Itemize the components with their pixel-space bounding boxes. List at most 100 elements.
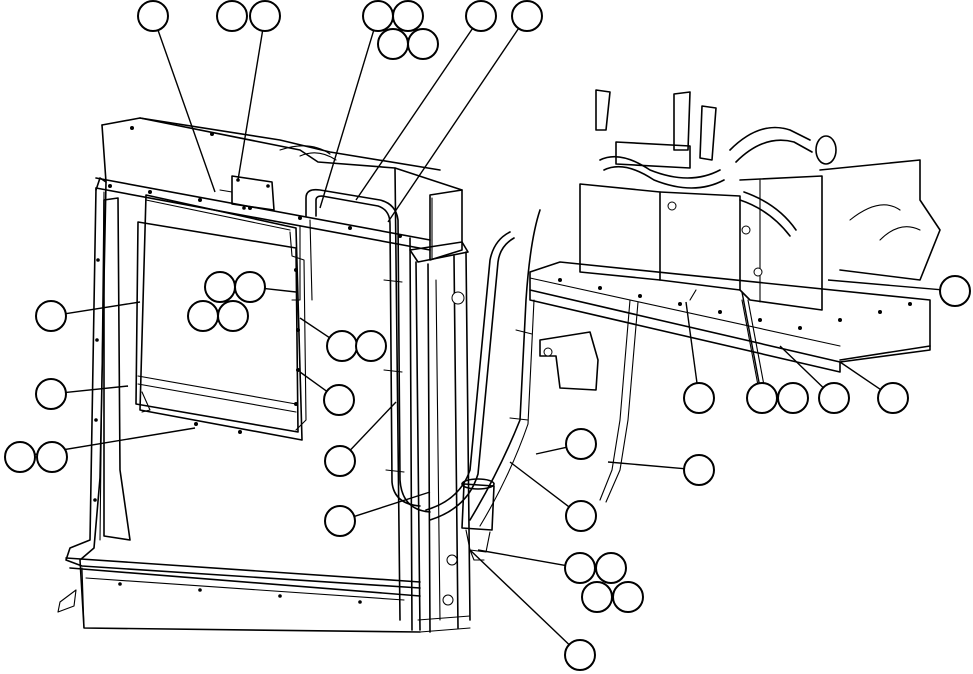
leader-line <box>65 301 141 315</box>
callout-circle <box>362 0 394 32</box>
leader-line <box>237 30 264 181</box>
callout-bubble <box>683 382 715 414</box>
callout-circle <box>595 552 627 584</box>
callout-circle <box>939 275 971 307</box>
leader-line <box>535 446 567 455</box>
callout-bubble <box>465 0 497 32</box>
callout-circle <box>565 428 597 460</box>
callout-bubble <box>683 454 715 486</box>
callout-circle <box>511 0 543 32</box>
top-plate <box>130 117 441 171</box>
callout-bubbles <box>4 0 971 671</box>
callout-bubble <box>565 428 597 460</box>
callout-bubble <box>324 445 356 477</box>
callout-bubble <box>612 581 644 613</box>
leader-line <box>319 30 375 209</box>
callout-circle <box>746 382 778 414</box>
leader-line <box>354 491 431 518</box>
heater-box <box>579 89 837 397</box>
callout-bubble <box>36 441 68 473</box>
callout-circle <box>216 0 248 32</box>
leader-line <box>355 28 474 201</box>
leader-line <box>349 401 397 451</box>
leader-line <box>779 345 824 389</box>
leader-line <box>387 28 520 223</box>
leader-line <box>685 301 698 384</box>
callout-bubble <box>35 300 67 332</box>
leader-line <box>469 549 570 646</box>
inner-cooler-panel <box>135 175 307 441</box>
leader-line <box>607 461 685 470</box>
leader-line <box>741 291 760 384</box>
callout-circle <box>777 382 809 414</box>
callout-circle <box>204 271 236 303</box>
callout-circle <box>683 454 715 486</box>
callout-bubble <box>204 271 236 303</box>
callout-bubble <box>137 0 169 32</box>
callout-circle <box>324 505 356 537</box>
callout-bubble <box>35 378 67 410</box>
callout-circle <box>323 384 355 416</box>
leader-lines <box>34 28 941 646</box>
callout-circle <box>877 382 909 414</box>
callout-bubble <box>323 384 355 416</box>
callout-circle <box>234 271 266 303</box>
callout-bubble <box>187 300 219 332</box>
callout-circle <box>324 445 356 477</box>
callout-bubble <box>595 552 627 584</box>
callout-bubble <box>511 0 543 32</box>
hose-lines <box>291 188 541 561</box>
callout-bubble <box>746 382 778 414</box>
callout-bubble <box>377 28 409 60</box>
callout-bubble <box>777 382 809 414</box>
callout-circle <box>137 0 169 32</box>
callout-circle <box>392 0 424 32</box>
callout-circle <box>217 300 249 332</box>
callout-circle <box>465 0 497 32</box>
callout-circle <box>564 552 596 584</box>
callout-bubble <box>565 500 597 532</box>
callout-bubble <box>324 505 356 537</box>
callout-circle <box>35 378 67 410</box>
leader-line <box>477 549 566 567</box>
callout-circle <box>249 0 281 32</box>
callout-circle <box>683 382 715 414</box>
leader-line <box>264 287 297 293</box>
leader-line <box>65 385 129 394</box>
callout-bubble <box>217 300 249 332</box>
callout-circle <box>35 300 67 332</box>
callout-bubble <box>407 28 439 60</box>
callout-bubble <box>939 275 971 307</box>
callout-bubble <box>355 330 387 362</box>
leader-line <box>827 279 941 291</box>
callout-bubble <box>564 552 596 584</box>
callout-circle <box>377 28 409 60</box>
callout-circle <box>4 441 36 473</box>
callout-circle <box>581 581 613 613</box>
callout-circle <box>326 330 358 362</box>
right-platform <box>529 159 941 503</box>
frame-assembly <box>57 117 471 633</box>
leader-line <box>157 29 216 193</box>
callout-bubble <box>326 330 358 362</box>
callout-bubble <box>362 0 394 32</box>
callout-circle <box>36 441 68 473</box>
callout-bubble <box>564 639 596 671</box>
callout-circle <box>187 300 219 332</box>
leader-line <box>299 371 328 392</box>
leader-line <box>509 461 570 508</box>
callout-bubble <box>581 581 613 613</box>
callout-bubble <box>216 0 248 32</box>
callout-circle <box>565 500 597 532</box>
leader-line <box>839 361 881 391</box>
callout-bubble <box>4 441 36 473</box>
callout-bubble <box>249 0 281 32</box>
callout-circle <box>355 330 387 362</box>
callout-circle <box>612 581 644 613</box>
callout-bubble <box>877 382 909 414</box>
callout-circle <box>818 382 850 414</box>
leader-line <box>299 317 330 339</box>
callout-circle <box>564 639 596 671</box>
